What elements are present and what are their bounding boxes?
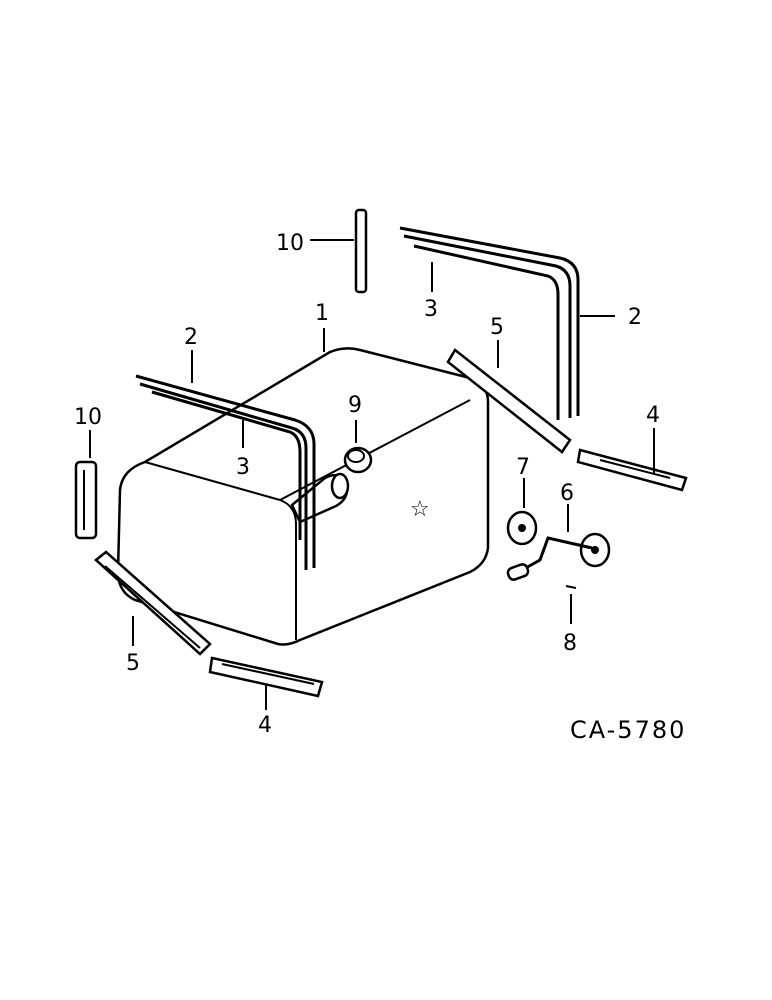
pad-lower	[94, 550, 212, 656]
drawing-code: CA-5780	[570, 716, 686, 744]
fuel-cap	[343, 420, 373, 474]
callout-bolt-top: 10	[276, 231, 304, 256]
bolt-left	[74, 430, 98, 540]
callout-screw: 8	[563, 631, 577, 656]
support-lower	[208, 656, 324, 710]
bolt-top	[310, 208, 368, 294]
callout-support-right: 4	[646, 403, 660, 428]
strap-left	[135, 350, 316, 570]
callout-bolt-left: 10	[74, 405, 102, 430]
sender-unit	[506, 504, 611, 581]
screw	[565, 585, 577, 624]
gasket	[506, 478, 538, 546]
callout-pad-right: 5	[490, 315, 504, 340]
strap-right	[399, 226, 615, 420]
callout-gasket: 7	[516, 455, 530, 480]
callout-support-lower: 4	[258, 713, 272, 738]
callout-sender-unit: 6	[560, 481, 574, 506]
callout-tank: 1	[315, 301, 329, 326]
callout-strap-upper-left: 2	[184, 325, 198, 350]
callout-pad-lower-left: 5	[126, 651, 140, 676]
pad-right	[446, 340, 572, 454]
callout-insulator-upper-left: 3	[236, 455, 250, 480]
callout-strap-upper-right: 2	[628, 305, 642, 330]
support-right	[576, 428, 688, 492]
callout-cap: 9	[348, 393, 362, 418]
callout-insulator-upper-right: 3	[424, 297, 438, 322]
star-icon: ☆	[410, 497, 430, 522]
